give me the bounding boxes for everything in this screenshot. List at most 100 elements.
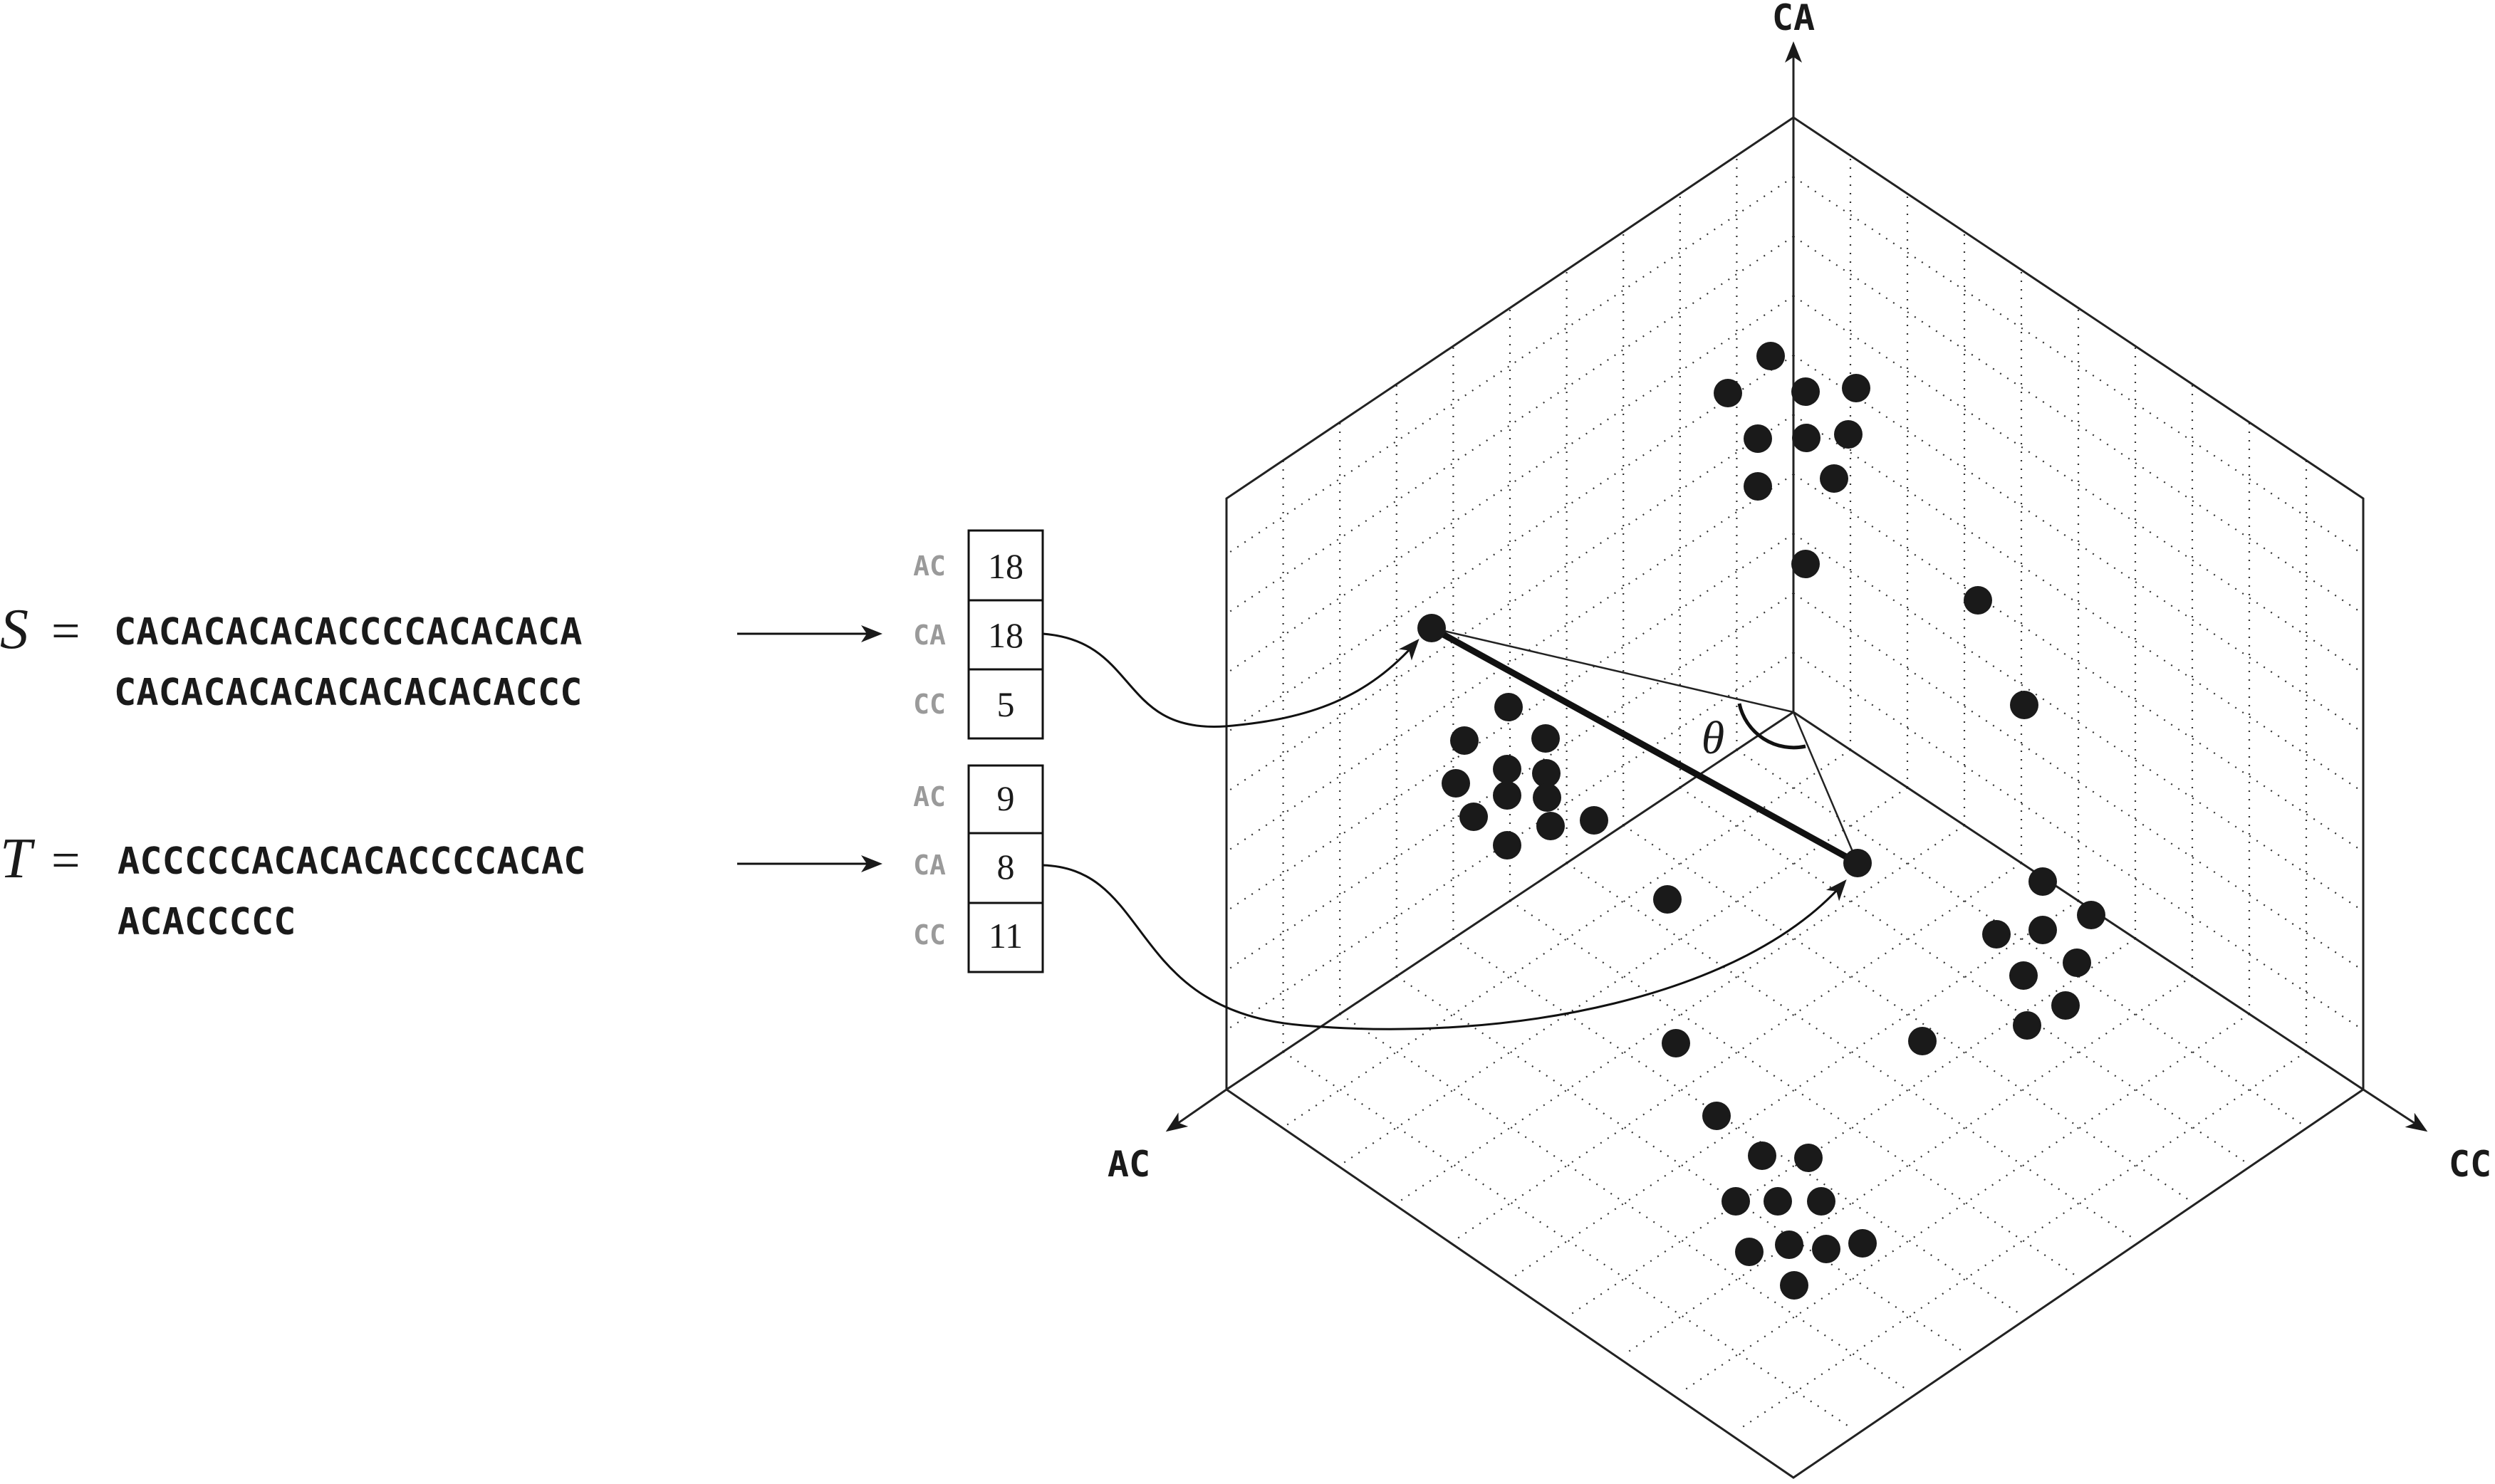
data-point — [1791, 550, 1820, 578]
face-ac-cc-grid-line — [1283, 749, 1851, 1128]
data-point — [1459, 803, 1488, 831]
s-variable: S — [0, 598, 28, 661]
s-row-label-cc: CC — [913, 689, 946, 720]
data-point — [1714, 379, 1742, 407]
face-ac-ca-grid-line — [1226, 355, 1794, 733]
data-point — [1756, 342, 1785, 370]
data-point — [2028, 867, 2057, 896]
t-equals: = — [51, 832, 80, 889]
data-point — [1748, 1141, 1776, 1170]
data-point — [1532, 759, 1561, 788]
cc-axis-label: CC — [2449, 1144, 2491, 1185]
face-ca-cc-grid-line — [1793, 533, 2364, 912]
data-point — [1662, 1029, 1690, 1057]
s-block: S = CACACACACACCCCACACACA CACACACACACACA… — [0, 529, 1420, 740]
face-ac-cc-grid-line — [1509, 900, 2080, 1279]
data-point — [1792, 424, 1821, 452]
data-point — [1848, 1229, 1877, 1258]
data-point — [1702, 1102, 1731, 1130]
s-sequence-line-1: CACACACACACCCCACACACA — [114, 611, 582, 654]
t-row-label-ca: CA — [913, 850, 946, 881]
face-ca-cc-grid-line — [1793, 414, 2364, 793]
t-vector-point — [1843, 849, 1872, 877]
t-count-cc: 11 — [989, 916, 1023, 956]
data-point — [1775, 1230, 1803, 1259]
s-mapping-curve — [1042, 632, 1420, 728]
data-point — [1842, 374, 1870, 402]
face-ca-cc-grid-line — [1793, 474, 2364, 852]
face-ac-cc-grid-line — [1679, 787, 2251, 1166]
data-point — [1744, 472, 1772, 501]
s-row-label-ca: CA — [913, 620, 946, 651]
face-ac-cc-grid-line — [1282, 1051, 1854, 1430]
t-sequence-line-2: ACACCCCC — [118, 901, 296, 944]
cc-axis-arrow — [2363, 1088, 2428, 1132]
ca-axis-label: CA — [1772, 0, 1815, 38]
s-vector-point — [1417, 614, 1446, 642]
data-point — [1493, 781, 1521, 810]
face-ac-cc-grid-line — [1622, 825, 2194, 1203]
data-point — [1764, 1187, 1792, 1216]
data-point — [1493, 831, 1521, 859]
axis-arrows — [1165, 41, 2428, 1132]
data-point — [1442, 769, 1470, 798]
data-point — [1780, 1271, 1808, 1300]
t-block: T = ACCCCCACACACACCCCACAC ACACCCCC AC CA… — [0, 764, 1847, 1030]
data-point — [1580, 806, 1608, 835]
ac-axis-arrow — [1165, 1088, 1227, 1132]
ac-axis-label: AC — [1108, 1144, 1150, 1185]
data-point — [1493, 755, 1521, 783]
angle-arc — [1737, 703, 1806, 750]
s-equals: = — [51, 602, 80, 659]
t-row-label-cc: CC — [913, 919, 946, 951]
data-point — [1531, 724, 1560, 753]
t-vector-line — [1792, 711, 1859, 864]
data-point — [2028, 916, 2057, 944]
data-point — [2077, 901, 2105, 929]
data-point — [1494, 693, 1523, 721]
data-point — [1722, 1187, 1750, 1216]
data-point — [1533, 783, 1561, 812]
s-count-ac: 18 — [988, 546, 1023, 586]
data-point — [2013, 1011, 2041, 1040]
t-count-ac: 9 — [997, 778, 1015, 818]
data-point — [1735, 1238, 1764, 1266]
face-ca-cc-grid-line — [1793, 355, 2364, 733]
t-row-label-ac: AC — [913, 781, 946, 812]
s-count-cc: 5 — [997, 684, 1015, 724]
face-ac-ca-grid-line — [1226, 236, 1794, 615]
t-count-table — [967, 764, 1044, 973]
data-point — [1450, 726, 1479, 755]
face-ca-cc-grid-line — [1793, 236, 2364, 615]
hexagon-outline — [1225, 116, 2365, 1479]
data-point — [1653, 885, 1682, 914]
data-point — [2010, 691, 2038, 719]
data-point — [1794, 1144, 1823, 1172]
s-row-label-ac: AC — [913, 550, 946, 582]
data-point — [1791, 377, 1820, 406]
data-point — [1536, 812, 1565, 840]
cc-edge — [1793, 711, 2364, 1091]
data-point — [1820, 464, 1848, 493]
data-point — [1908, 1027, 1937, 1055]
theta-label: θ — [1702, 712, 1724, 764]
data-point — [2051, 991, 2080, 1020]
data-point — [1812, 1235, 1840, 1263]
point-cloud — [1442, 342, 2105, 1300]
data-point — [1744, 424, 1772, 453]
s-vector-line — [1431, 627, 1794, 714]
data-point — [2063, 949, 2091, 977]
s-count-ca: 18 — [988, 615, 1023, 655]
face-ac-cc-grid-line — [1736, 749, 2308, 1128]
t-mapping-curve — [1042, 864, 1847, 1030]
s-t-distance-line — [1429, 625, 1860, 866]
data-point — [1807, 1187, 1835, 1216]
t-count-ca: 8 — [997, 847, 1015, 887]
data-point — [1964, 586, 1992, 615]
face-ac-cc-grid-line — [1397, 825, 1965, 1203]
data-point — [1834, 420, 1863, 449]
t-variable: T — [0, 827, 36, 890]
data-point — [1982, 920, 2011, 949]
